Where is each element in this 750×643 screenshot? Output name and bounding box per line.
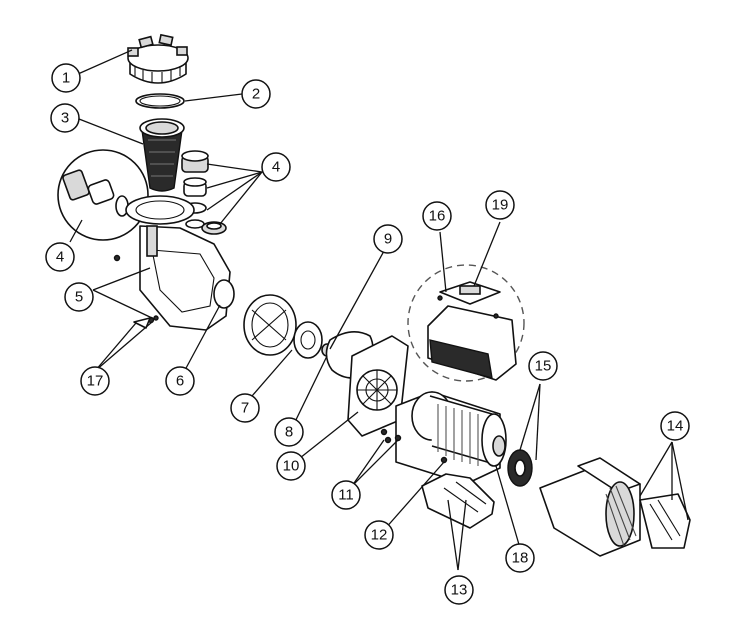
callout-16: 16 — [422, 201, 452, 231]
strainer-lid — [127, 33, 189, 84]
leader-lines — [69, 49, 689, 571]
fan-cover — [539, 457, 691, 557]
callout-4-left: 4 — [45, 242, 75, 272]
union-detail-inset — [57, 149, 149, 241]
callout-1: 1 — [51, 63, 81, 93]
bolt — [153, 315, 159, 321]
svg-text:15: 15 — [535, 358, 552, 375]
svg-text:3: 3 — [61, 110, 69, 127]
callout-13: 13 — [444, 575, 474, 605]
svg-text:7: 7 — [241, 400, 249, 417]
union-fittings — [181, 150, 227, 235]
svg-text:5: 5 — [75, 289, 83, 306]
callout-12: 12 — [364, 520, 394, 550]
callout-18: 18 — [505, 543, 535, 573]
strainer-basket — [139, 118, 185, 192]
svg-text:8: 8 — [285, 424, 293, 441]
svg-text:17: 17 — [87, 373, 104, 390]
svg-text:4: 4 — [56, 249, 64, 266]
callout-14: 14 — [660, 411, 690, 441]
callout-3: 3 — [50, 103, 80, 133]
callout-9: 9 — [373, 224, 403, 254]
callout-6: 6 — [165, 366, 195, 396]
callout-17: 17 — [80, 366, 110, 396]
callout-5: 5 — [64, 282, 94, 312]
svg-text:6: 6 — [176, 373, 184, 390]
callout-4-right: 4 — [261, 152, 291, 182]
svg-text:13: 13 — [451, 582, 468, 599]
callout-11: 11 — [331, 480, 361, 510]
svg-text:16: 16 — [429, 208, 446, 225]
callout-8: 8 — [274, 417, 304, 447]
callout-7: 7 — [230, 393, 260, 423]
drive-group-outline — [407, 264, 525, 382]
diffuser — [243, 294, 297, 356]
svg-text:2: 2 — [252, 86, 260, 103]
svg-text:10: 10 — [283, 458, 300, 475]
pump-housing — [113, 195, 235, 331]
callout-19: 19 — [485, 190, 515, 220]
svg-text:1: 1 — [62, 70, 70, 87]
svg-text:19: 19 — [492, 197, 509, 214]
svg-text:18: 18 — [512, 550, 529, 567]
motor — [380, 391, 507, 485]
svg-text:4: 4 — [272, 159, 280, 176]
svg-text:11: 11 — [338, 487, 354, 504]
callout-15: 15 — [528, 351, 558, 381]
callout-2: 2 — [241, 79, 271, 109]
bolt — [384, 436, 392, 444]
drive-unit — [427, 281, 517, 381]
svg-text:14: 14 — [667, 418, 684, 435]
svg-text:9: 9 — [384, 231, 392, 248]
svg-text:12: 12 — [371, 527, 388, 544]
callout-10: 10 — [276, 451, 306, 481]
cooling-fan — [507, 449, 533, 487]
motor-base — [421, 473, 495, 529]
